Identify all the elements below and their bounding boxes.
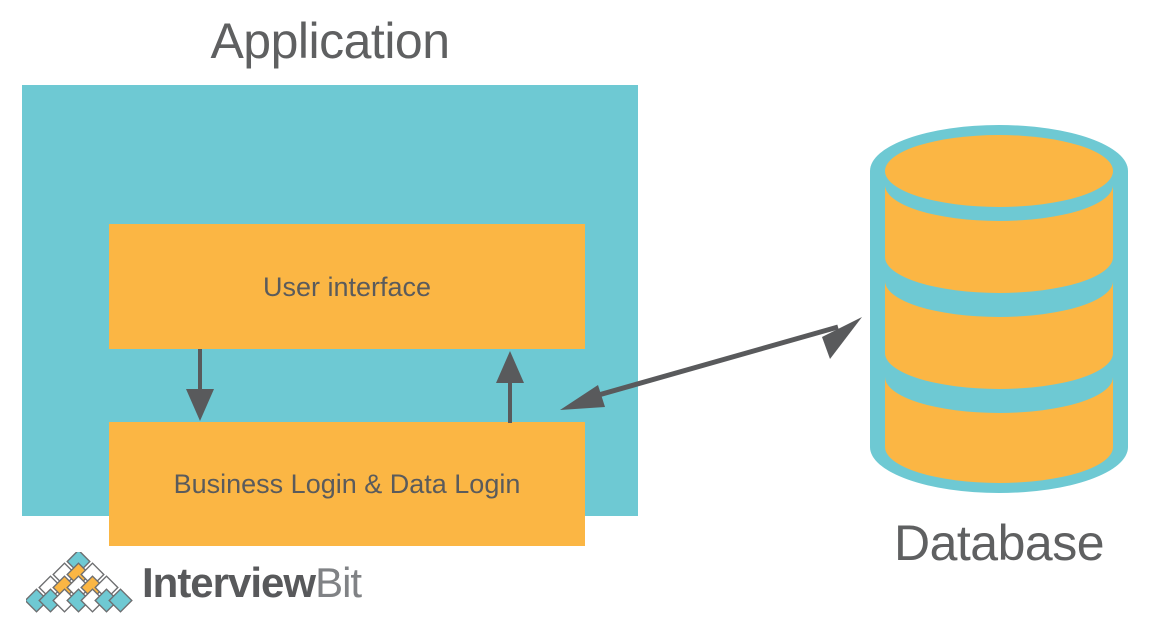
arrow-up-icon bbox=[496, 351, 524, 423]
bidirectional-arrow-icon bbox=[560, 317, 862, 410]
application-title: Application bbox=[210, 13, 450, 69]
business-logic-box: Business Login & Data Login bbox=[109, 422, 585, 546]
business-logic-label: Business Login & Data Login bbox=[173, 469, 521, 499]
interviewbit-wordmark: InterviewBit bbox=[142, 559, 362, 607]
logo-word-interview: Interview bbox=[142, 559, 316, 606]
user-interface-label: User interface bbox=[262, 271, 432, 302]
application-container: User interface Business Login & Data Log… bbox=[22, 85, 638, 546]
arrow-down-icon bbox=[186, 349, 214, 421]
database-title: Database bbox=[893, 515, 1105, 571]
interviewbit-logo: InterviewBit bbox=[26, 548, 386, 618]
database-cylinder-icon bbox=[870, 125, 1128, 493]
interviewbit-diamond-pyramid-icon bbox=[26, 552, 133, 613]
user-interface-box: User interface bbox=[109, 224, 585, 349]
logo-word-bit: Bit bbox=[315, 559, 362, 606]
